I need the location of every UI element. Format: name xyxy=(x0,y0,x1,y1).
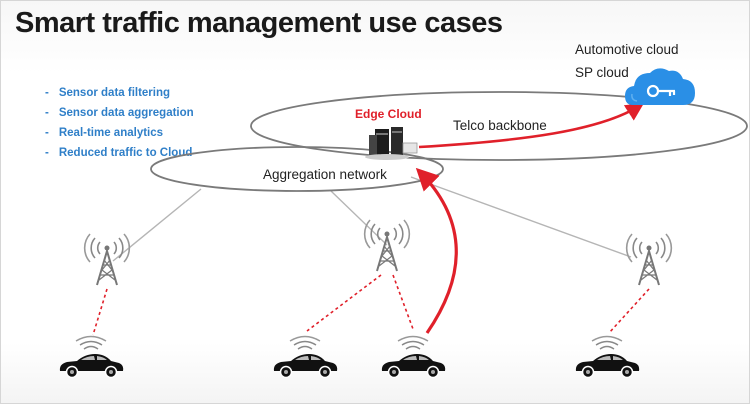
car-icon xyxy=(273,335,338,379)
car-icon xyxy=(381,335,446,379)
aggregation-network-ring xyxy=(150,146,444,192)
cell-tower-icon xyxy=(625,233,673,286)
radio-link xyxy=(392,274,414,330)
benefit-item: Reduced traffic to Cloud xyxy=(45,143,194,163)
radio-link xyxy=(608,288,650,334)
slide-title: Smart traffic management use cases xyxy=(15,7,503,39)
uplink-arrow xyxy=(415,167,458,334)
benefit-item: Real-time analytics xyxy=(45,123,194,143)
car-icon xyxy=(59,335,124,379)
link-tower-right xyxy=(410,176,632,258)
server-icon xyxy=(365,127,418,160)
radio-link xyxy=(306,274,382,332)
car-icon xyxy=(575,335,640,379)
automotive-cloud-label: Automotive cloud xyxy=(575,42,679,57)
aggregation-network-label: Aggregation network xyxy=(263,167,387,182)
benefit-list: Sensor data filtering Sensor data aggreg… xyxy=(45,83,194,163)
cell-tower-icon xyxy=(83,233,131,286)
sp-cloud-label: SP cloud xyxy=(575,65,629,80)
cell-tower-icon xyxy=(363,219,411,272)
telco-backbone-ring xyxy=(250,91,748,161)
telco-backbone-label: Telco backbone xyxy=(453,118,547,133)
benefit-item: Sensor data filtering xyxy=(45,83,194,103)
edge-cloud-label: Edge Cloud xyxy=(355,107,422,121)
benefit-item: Sensor data aggregation xyxy=(45,103,194,123)
link-tower-left xyxy=(112,188,202,262)
backbone-arrow xyxy=(418,103,645,149)
cloud-key-icon xyxy=(625,68,695,105)
radio-link xyxy=(92,288,108,336)
